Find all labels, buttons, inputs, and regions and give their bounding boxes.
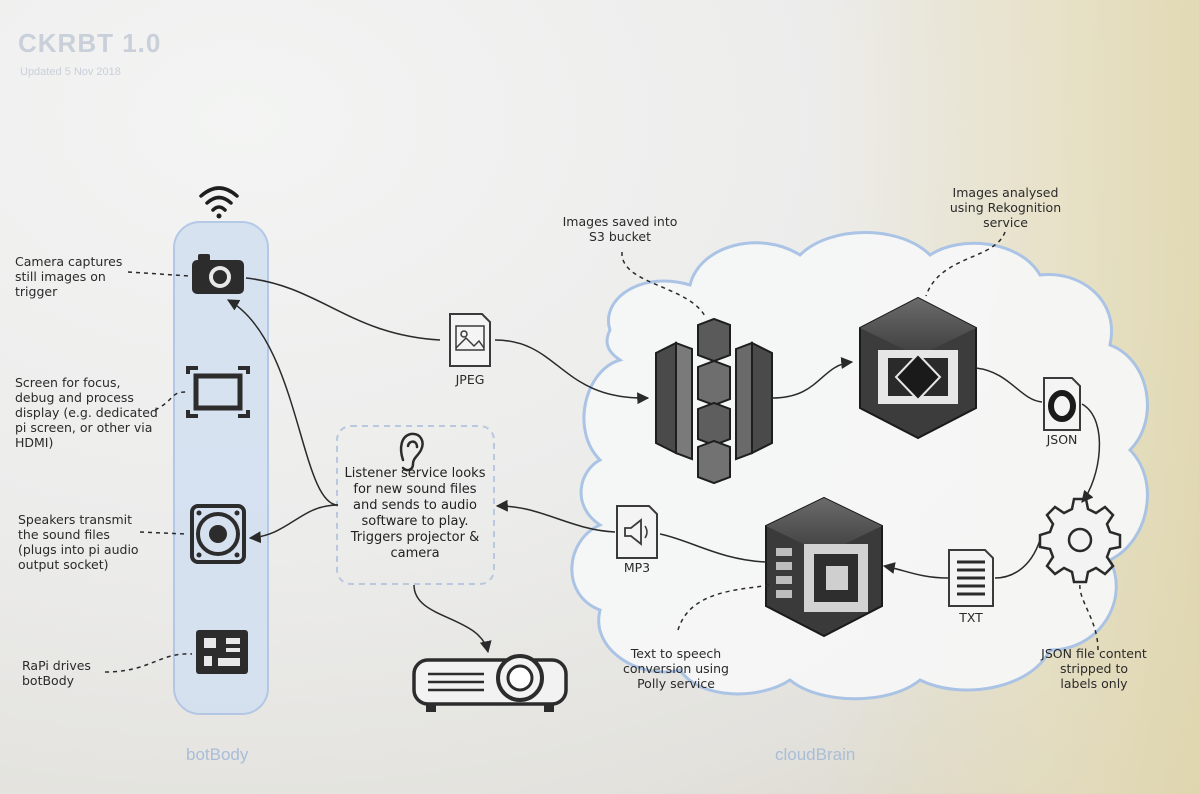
camera-icon [192, 254, 244, 294]
s3-leader [621, 251, 707, 319]
listener-to-camera-arrow [226, 299, 339, 506]
json-to-gear-arrow [1081, 403, 1101, 503]
projector-icon [412, 654, 568, 712]
cloudbrain-label: cloudBrain [775, 745, 856, 764]
json-file-icon [1043, 377, 1081, 431]
rekognition-note: Images analysed using Rekognition servic… [949, 185, 1062, 230]
screen-leader [154, 391, 187, 411]
botbody-panel [173, 221, 269, 715]
rapi-leader [104, 653, 193, 673]
json-strip-leader [1079, 583, 1099, 651]
json-label: JSON [1046, 432, 1078, 447]
polly-leader [677, 584, 771, 631]
jpeg-file-icon [449, 313, 491, 367]
txt-label: TXT [959, 610, 983, 625]
cloudbrain-cloud [570, 231, 1149, 701]
speaker-icon [190, 504, 246, 564]
listener-to-speaker-arrow [248, 504, 339, 544]
rekognition-to-json-connector [975, 367, 1043, 403]
listener-to-projector-arrow [413, 584, 492, 654]
screen-note: Screen for focus, debug and process disp… [15, 375, 158, 450]
json-strip-note: JSON file content stripped to labels onl… [1041, 646, 1147, 691]
txt-to-polly-arrow [882, 562, 949, 579]
mp3-file-icon [616, 505, 658, 559]
txt-file-icon [948, 549, 994, 607]
s3-bucket-icon [655, 317, 773, 485]
camera-note: Camera captures still images on trigger [15, 254, 123, 299]
rekognition-icon [859, 296, 977, 440]
mp3-label: MP3 [623, 560, 651, 575]
s3-note: Images saved into S3 bucket [562, 214, 678, 244]
rapi-note: RaPi drives botBody [22, 658, 91, 688]
screen-icon [186, 366, 250, 418]
gear-icon [1038, 497, 1122, 584]
listener-note: Listener service looks for new sound fil… [344, 466, 486, 561]
polly-to-mp3-connector [659, 533, 767, 563]
speakers-note: Speakers transmit the sound files (plugs… [18, 512, 139, 572]
jpeg-label: JPEG [455, 372, 485, 387]
circuit-board-icon [196, 630, 248, 674]
page-subtitle: Updated 5 Nov 2018 [20, 66, 121, 78]
gear-to-txt-connector [994, 539, 1041, 579]
camera-leader [127, 271, 191, 277]
polly-icon [765, 496, 883, 638]
rekognition-leader [925, 231, 1006, 297]
s3-to-rekognition-arrow [771, 357, 854, 399]
ear-icon [399, 432, 424, 472]
botbody-label: botBody [186, 745, 249, 764]
polly-note: Text to speech conversion using Polly se… [623, 646, 729, 691]
wifi-icon [199, 186, 239, 219]
page-title: CKRBT 1.0 [18, 28, 162, 58]
camera-to-jpeg-connector [245, 277, 441, 341]
jpeg-to-s3-arrow [494, 339, 650, 405]
mp3-to-listener-arrow [495, 499, 616, 533]
